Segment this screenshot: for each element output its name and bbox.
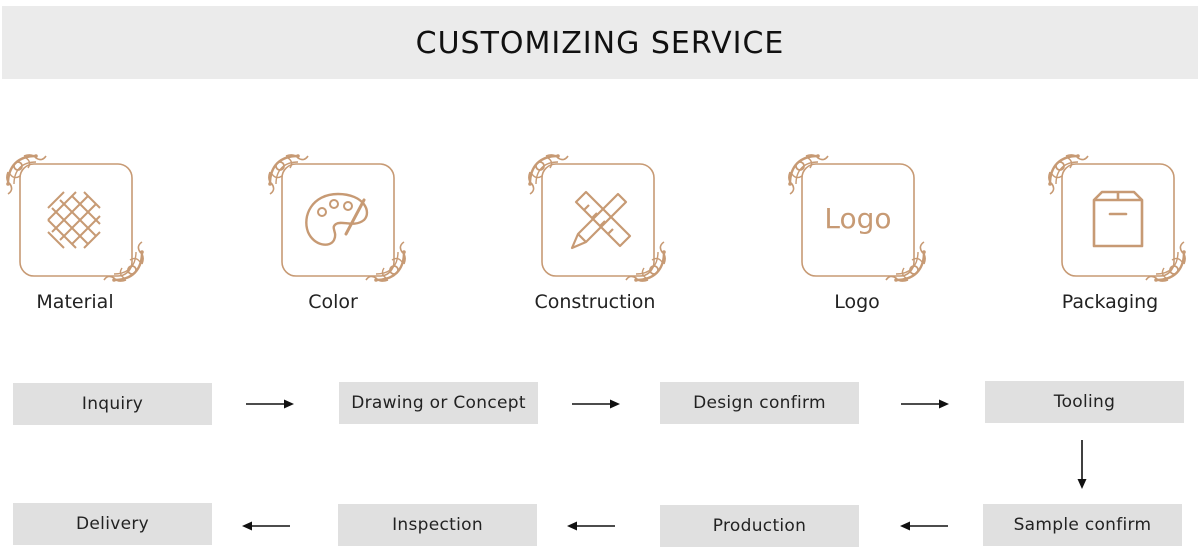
arrow-right-icon bbox=[901, 399, 949, 409]
arrow-left-icon bbox=[242, 521, 290, 531]
page-title: CUSTOMIZING SERVICE bbox=[415, 26, 785, 61]
step-drawing-or-concept: Drawing or Concept bbox=[339, 382, 538, 424]
step-sample-confirm: Sample confirm bbox=[983, 504, 1182, 546]
arrow-right-icon bbox=[572, 399, 620, 409]
arrow-left-icon bbox=[900, 521, 948, 531]
logo-text-icon: Logo bbox=[788, 150, 928, 290]
feature-material bbox=[6, 150, 176, 320]
feature-color bbox=[268, 150, 438, 320]
pencil-ruler-icon bbox=[528, 150, 668, 290]
feature-packaging bbox=[1048, 150, 1200, 320]
header-banner: CUSTOMIZING SERVICE bbox=[2, 6, 1198, 79]
paint-palette-icon bbox=[268, 150, 408, 290]
step-design-confirm: Design confirm bbox=[660, 382, 859, 424]
arrow-down-icon bbox=[1077, 440, 1087, 489]
feature-label-color: Color bbox=[308, 291, 358, 313]
step-inspection: Inspection bbox=[338, 504, 537, 546]
arrow-right-icon bbox=[246, 399, 294, 409]
feature-label-construction: Construction bbox=[534, 291, 656, 313]
package-box-icon bbox=[1048, 150, 1188, 290]
step-delivery: Delivery bbox=[13, 503, 212, 545]
step-tooling: Tooling bbox=[985, 381, 1184, 423]
logo-icon-text: Logo bbox=[824, 202, 891, 235]
feature-label-packaging: Packaging bbox=[1061, 291, 1159, 313]
arrow-left-icon bbox=[567, 521, 615, 531]
feature-logo: Logo bbox=[788, 150, 958, 320]
step-inquiry: Inquiry bbox=[13, 383, 212, 425]
weave-pattern-icon bbox=[6, 150, 146, 290]
step-production: Production bbox=[660, 505, 859, 547]
feature-construction bbox=[528, 150, 698, 320]
feature-label-material: Material bbox=[36, 291, 114, 313]
feature-label-logo: Logo bbox=[834, 291, 880, 313]
